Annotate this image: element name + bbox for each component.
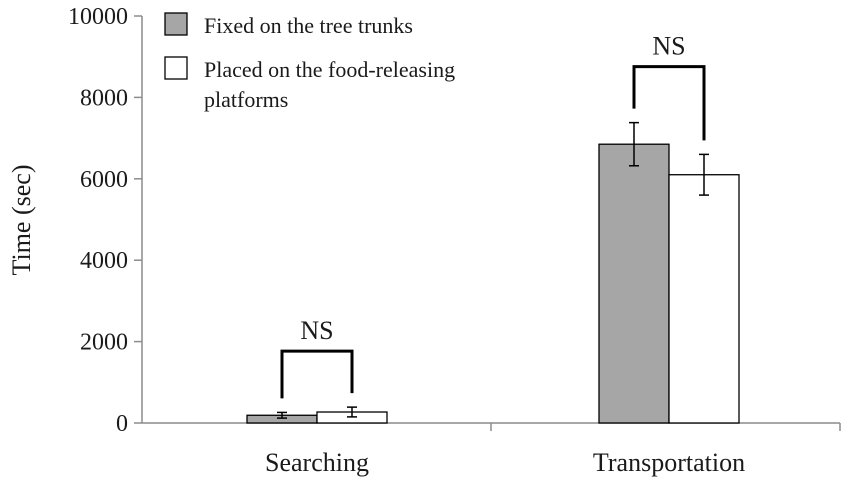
y-tick-label: 10000 [68, 4, 128, 30]
y-axis-ticks: 0 2000 4000 6000 8000 10000 [68, 4, 142, 437]
bars [246, 143, 740, 424]
legend-label: platforms [204, 87, 288, 112]
legend-label: Placed on the food-releasing [204, 57, 455, 82]
y-axis-title: Time (sec) [7, 165, 36, 276]
bar [598, 143, 670, 424]
legend-swatch [164, 56, 188, 80]
y-tick-label: 6000 [80, 167, 128, 193]
bar [668, 174, 740, 424]
y-tick-label: 4000 [80, 248, 128, 274]
significance-label: NS [300, 316, 333, 345]
legend-label: Fixed on the tree trunks [204, 13, 413, 38]
y-tick-label: 2000 [80, 330, 128, 356]
y-tick-label: 8000 [80, 85, 128, 111]
significance-annotations: NS NS [280, 32, 706, 399]
category-label: Transportation [593, 448, 745, 477]
error-bars [277, 121, 709, 419]
significance-bracket [632, 65, 706, 141]
legend-swatch [164, 12, 188, 36]
category-label: Searching [265, 448, 369, 477]
significance-bracket [280, 349, 354, 399]
category-labels: Searching Transportation [265, 448, 745, 477]
y-tick-label: 0 [116, 411, 128, 437]
significance-label: NS [652, 32, 685, 61]
